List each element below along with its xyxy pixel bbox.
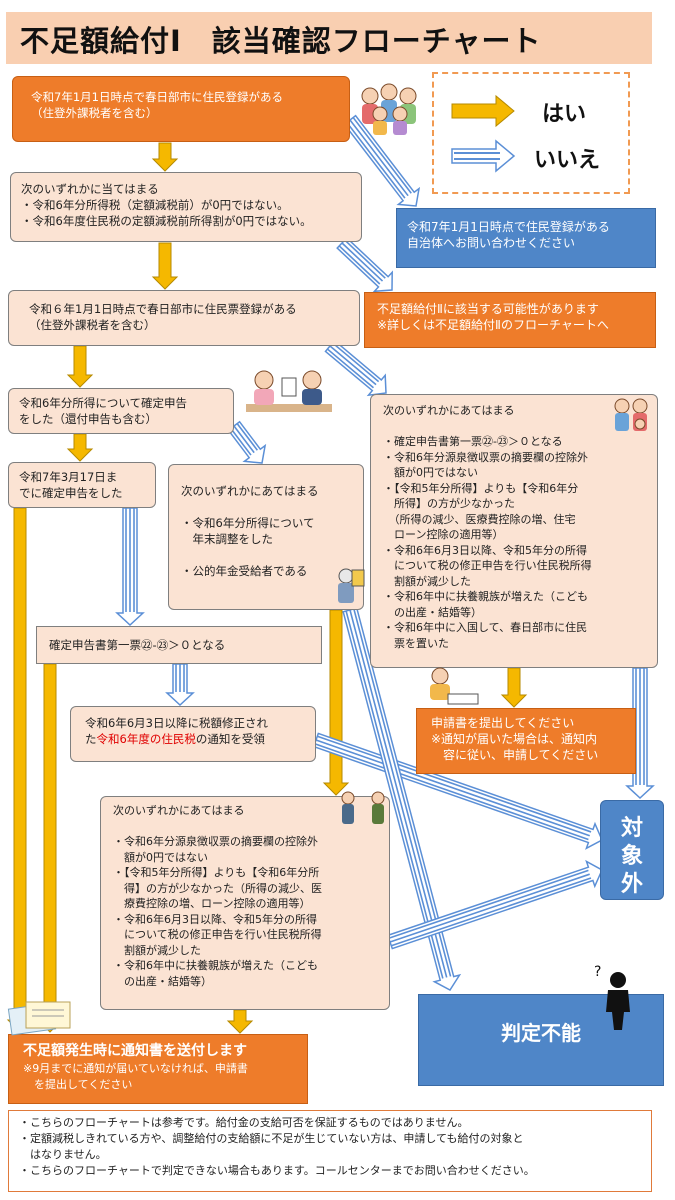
tax-revision-suffix: の通知を受領 bbox=[195, 732, 265, 746]
yes-arrow-4 bbox=[66, 433, 94, 462]
legend: はい いいえ bbox=[432, 72, 630, 194]
no-arrow-6 bbox=[165, 663, 195, 707]
footer-note-3: ・こちらのフローチャートで判定できない場合もあります。コールセンターまでお問い合… bbox=[19, 1164, 535, 1177]
title-bar: 不足額給付Ⅰ 該当確認フローチャート bbox=[6, 12, 652, 64]
node-submit-application: 申請書を提出してください ※通知が届いた場合は、通知内 容に従い、申請してくださ… bbox=[416, 708, 636, 774]
node-conditions-d: 次のいずれかにあてはまる ・令和6年分源泉徴収票の摘要欄の控除外 額が0円ではな… bbox=[100, 796, 390, 1010]
node-conditions-b: 次のいずれかにあてはまる ・令和6年分所得について 年末調整をした ・公的年金受… bbox=[168, 464, 364, 610]
node-send-notice: 不足額発生時に通知書を送付します ※9月までに通知が届いていなければ、申請書 を… bbox=[8, 1034, 308, 1104]
legend-arrows bbox=[451, 94, 516, 173]
page-title: 不足額給付Ⅰ 該当確認フローチャート bbox=[20, 24, 542, 58]
node-tax-revision: 令和6年6月3日以降に税額修正され た令和6年度の住民税の通知を受領 bbox=[70, 706, 316, 762]
documents-illustration bbox=[7, 1001, 71, 1036]
legend-no-label: いいえ bbox=[534, 148, 601, 173]
node-conditions-a: 次のいずれかに当てはまる ・令和6年分所得税（定額減税前）が0円ではない。 ・令… bbox=[10, 172, 362, 242]
no-arrow-4 bbox=[227, 420, 267, 464]
yes-arrow-1 bbox=[151, 142, 179, 172]
no-arrow-5 bbox=[115, 507, 145, 627]
writing-illustration bbox=[430, 667, 479, 705]
legend-yes-label: はい bbox=[542, 102, 587, 127]
send-notice-note: ※9月までに通知が届いていなければ、申請書 を提出してください bbox=[23, 1062, 248, 1091]
send-notice-title: 不足額発生時に通知書を送付します bbox=[23, 1043, 247, 1059]
tax-revision-highlight: 令和6年度の住民税 bbox=[96, 732, 196, 746]
node-tax-return: 令和6年分所得について確定申告 をした（還付申告も含む） bbox=[8, 388, 234, 434]
no-arrow-8 bbox=[342, 607, 462, 991]
pension-illustration bbox=[338, 568, 365, 603]
yes-arrow-7 bbox=[322, 609, 350, 796]
yes-arrow-2 bbox=[151, 242, 179, 290]
node-conditions-c: 次のいずれかにあてはまる ・確定申告書第一票㉒-㉓＞０となる ・令和6年分源泉徴… bbox=[370, 394, 658, 668]
no-arrow-3 bbox=[324, 339, 387, 397]
node-filed-by-mar17: 令和7年3月17日ま でに確定申告をした bbox=[8, 462, 156, 508]
legend-no-arrow bbox=[451, 139, 516, 173]
no-arrow-9 bbox=[386, 859, 603, 950]
no-arrow-1 bbox=[343, 114, 421, 207]
node-resident-2025: 令和7年1月1日時点で春日部市に住民登録がある （住登外課税者を含む） bbox=[12, 76, 350, 142]
people-group-illustration bbox=[361, 83, 417, 135]
yes-arrow-5 bbox=[6, 507, 34, 1033]
officials-illustration bbox=[341, 791, 385, 824]
node-ask-other-municipality: 令和7年1月1日時点で住民登録がある 自治体へお問い合わせください bbox=[396, 208, 656, 268]
footer-note-1: ・こちらのフローチャートは参考です。給付金の支給可否を保証するものではありません… bbox=[19, 1116, 469, 1129]
family-illustration bbox=[614, 398, 648, 431]
node-not-eligible: 対 象 外 bbox=[600, 800, 664, 900]
consultation-illustration bbox=[246, 370, 332, 412]
footer-notes: ・こちらのフローチャートは参考です。給付金の支給可否を保証するものではありません… bbox=[8, 1110, 652, 1192]
legend-yes-arrow bbox=[451, 94, 515, 128]
tax-revision-text: 令和6年6月3日以降に税額修正され た bbox=[85, 716, 268, 746]
confused-person-illustration: ? bbox=[594, 964, 630, 1030]
svg-text:?: ? bbox=[594, 964, 601, 980]
yes-arrow-8 bbox=[500, 667, 528, 708]
yes-arrow-9 bbox=[226, 1009, 254, 1034]
yes-arrow-6 bbox=[36, 663, 64, 1033]
node-resident-2024: 令和６年1月1日時点で春日部市に住民票登録がある （住登外課税者を含む） bbox=[8, 290, 360, 346]
node-return-calc: 確定申告書第一票㉒-㉓＞０となる bbox=[36, 626, 322, 664]
yes-arrow-3 bbox=[66, 345, 94, 388]
node-benefit-2: 不足額給付Ⅱに該当する可能性があります ※詳しくは不足額給付Ⅱのフローチャートへ bbox=[364, 292, 656, 348]
footer-note-2: ・定額減税しきれている方や、調整給付の支給額に不足が生じていない方は、申請しても… bbox=[19, 1132, 524, 1161]
no-arrow-2 bbox=[336, 236, 393, 293]
